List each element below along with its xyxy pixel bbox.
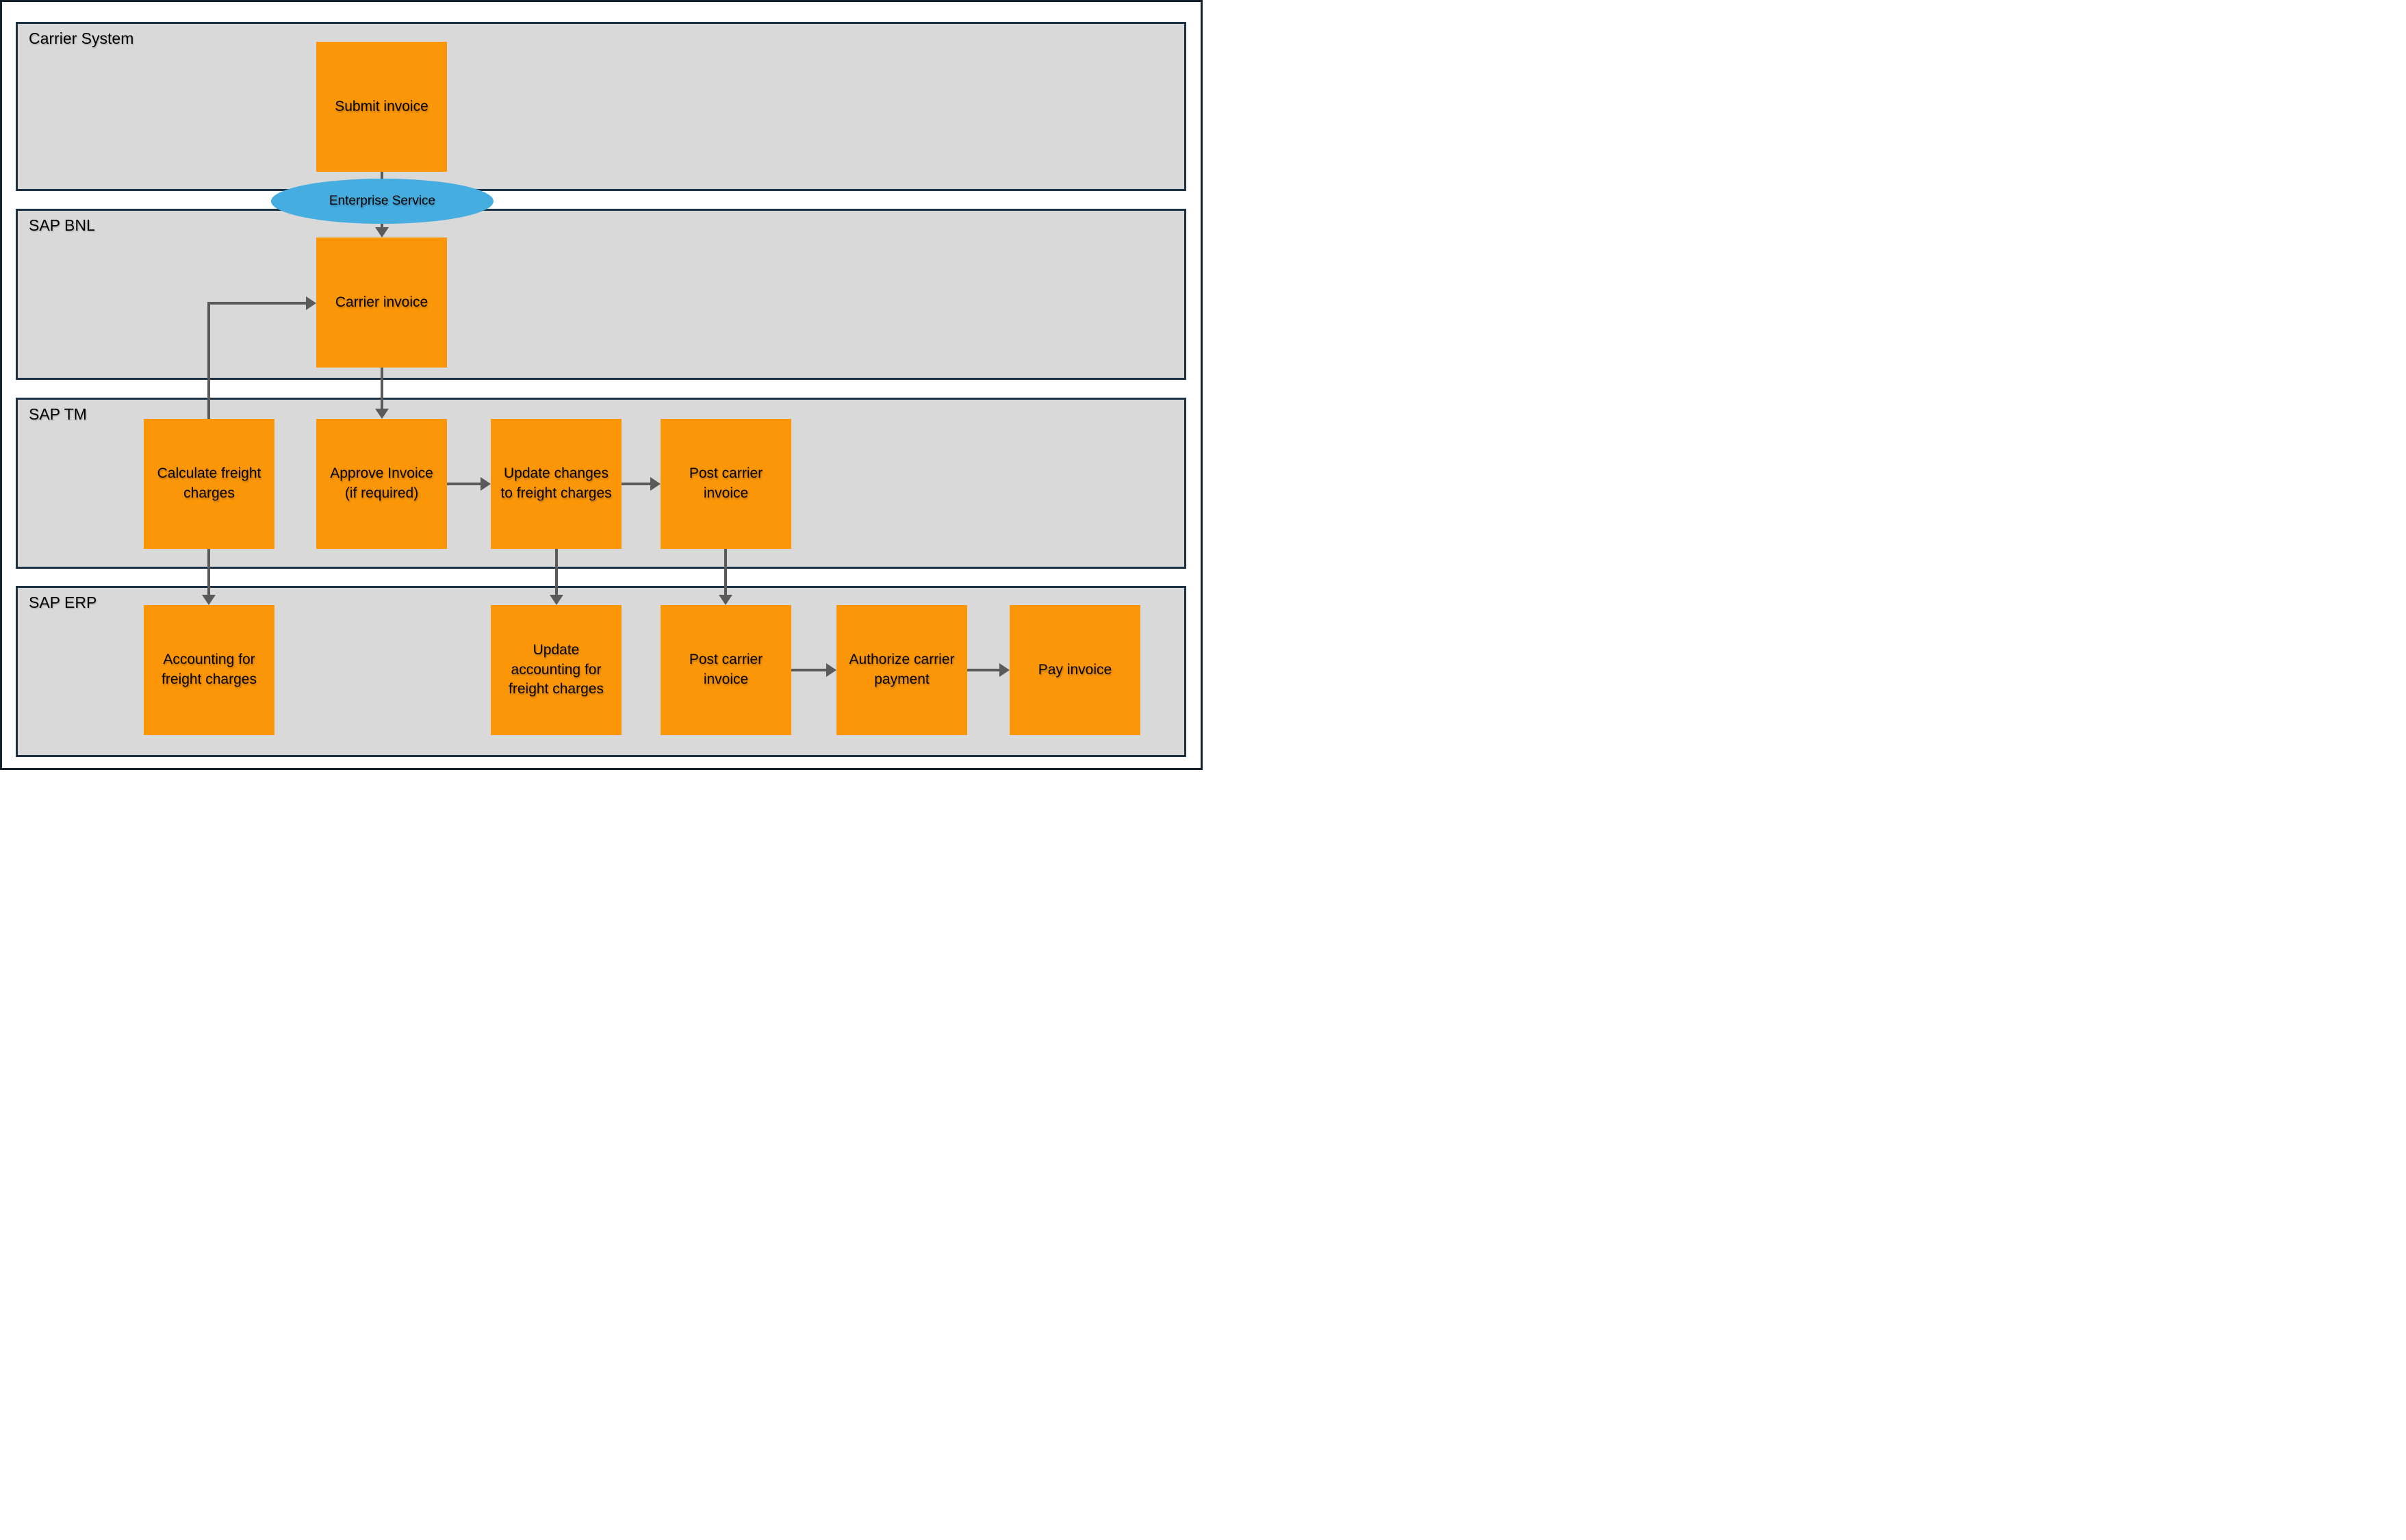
arrow-approve-to-update-changes-line [447,483,483,485]
lane-sap-bnl: SAP BNL [16,209,1186,380]
arrow-carrier-invoice-to-approve-line [381,368,383,410]
arrow-calculate-to-carrier-invoice-hline [207,302,307,305]
task-calculate-freight-charges: Calculate freight charges [144,419,274,549]
enterprise-service-label: Enterprise Service [329,194,436,208]
arrow-calculate-to-carrier-invoice-head [306,296,316,310]
task-update-accounting-freight-charges: Update accounting for freight charges [491,605,622,735]
arrow-post-erp-to-authorize-head [826,663,836,677]
task-carrier-invoice: Carrier invoice [316,238,447,368]
lane-label-carrier-system: Carrier System [29,29,134,47]
arrow-update-changes-to-post-line [622,483,652,485]
enterprise-service-ellipse: Enterprise Service [271,179,494,224]
arrow-calculate-to-accounting-head [202,595,216,605]
arrow-post-erp-to-authorize-line [791,669,828,671]
arrow-update-changes-to-update-accounting-line [555,549,558,596]
task-post-carrier-invoice-erp: Post carrier invoice [661,605,791,735]
arrow-calculate-to-accounting-line [207,549,210,596]
task-post-carrier-invoice-tm: Post carrier invoice [661,419,791,549]
task-pay-invoice: Pay invoice [1010,605,1140,735]
task-approve-invoice: Approve Invoice (if required) [316,419,447,549]
lane-label-sap-bnl: SAP BNL [29,216,95,234]
arrow-post-tm-to-post-erp-line [724,549,727,596]
arrow-update-changes-to-post-head [650,477,661,491]
diagram-canvas: Carrier System SAP BNL SAP TM SAP ERP En… [0,0,1203,770]
arrow-submit-to-carrier-invoice-head [375,227,389,238]
lane-label-sap-tm: SAP TM [29,405,87,423]
task-submit-invoice: Submit invoice [316,42,447,172]
arrow-post-tm-to-post-erp-head [719,595,732,605]
task-accounting-freight-charges: Accounting for freight charges [144,605,274,735]
lane-carrier-system: Carrier System [16,22,1186,191]
task-update-changes-freight-charges: Update changes to freight charges [491,419,622,549]
lane-label-sap-erp: SAP ERP [29,593,97,611]
arrow-authorize-to-pay-line [967,669,1001,671]
task-authorize-carrier-payment: Authorize carrier payment [836,605,967,735]
arrow-calculate-to-carrier-invoice-vline [207,302,210,419]
arrow-update-changes-to-update-accounting-head [550,595,563,605]
arrow-authorize-to-pay-head [999,663,1010,677]
arrow-approve-to-update-changes-head [481,477,491,491]
arrow-carrier-invoice-to-approve-head [375,409,389,419]
